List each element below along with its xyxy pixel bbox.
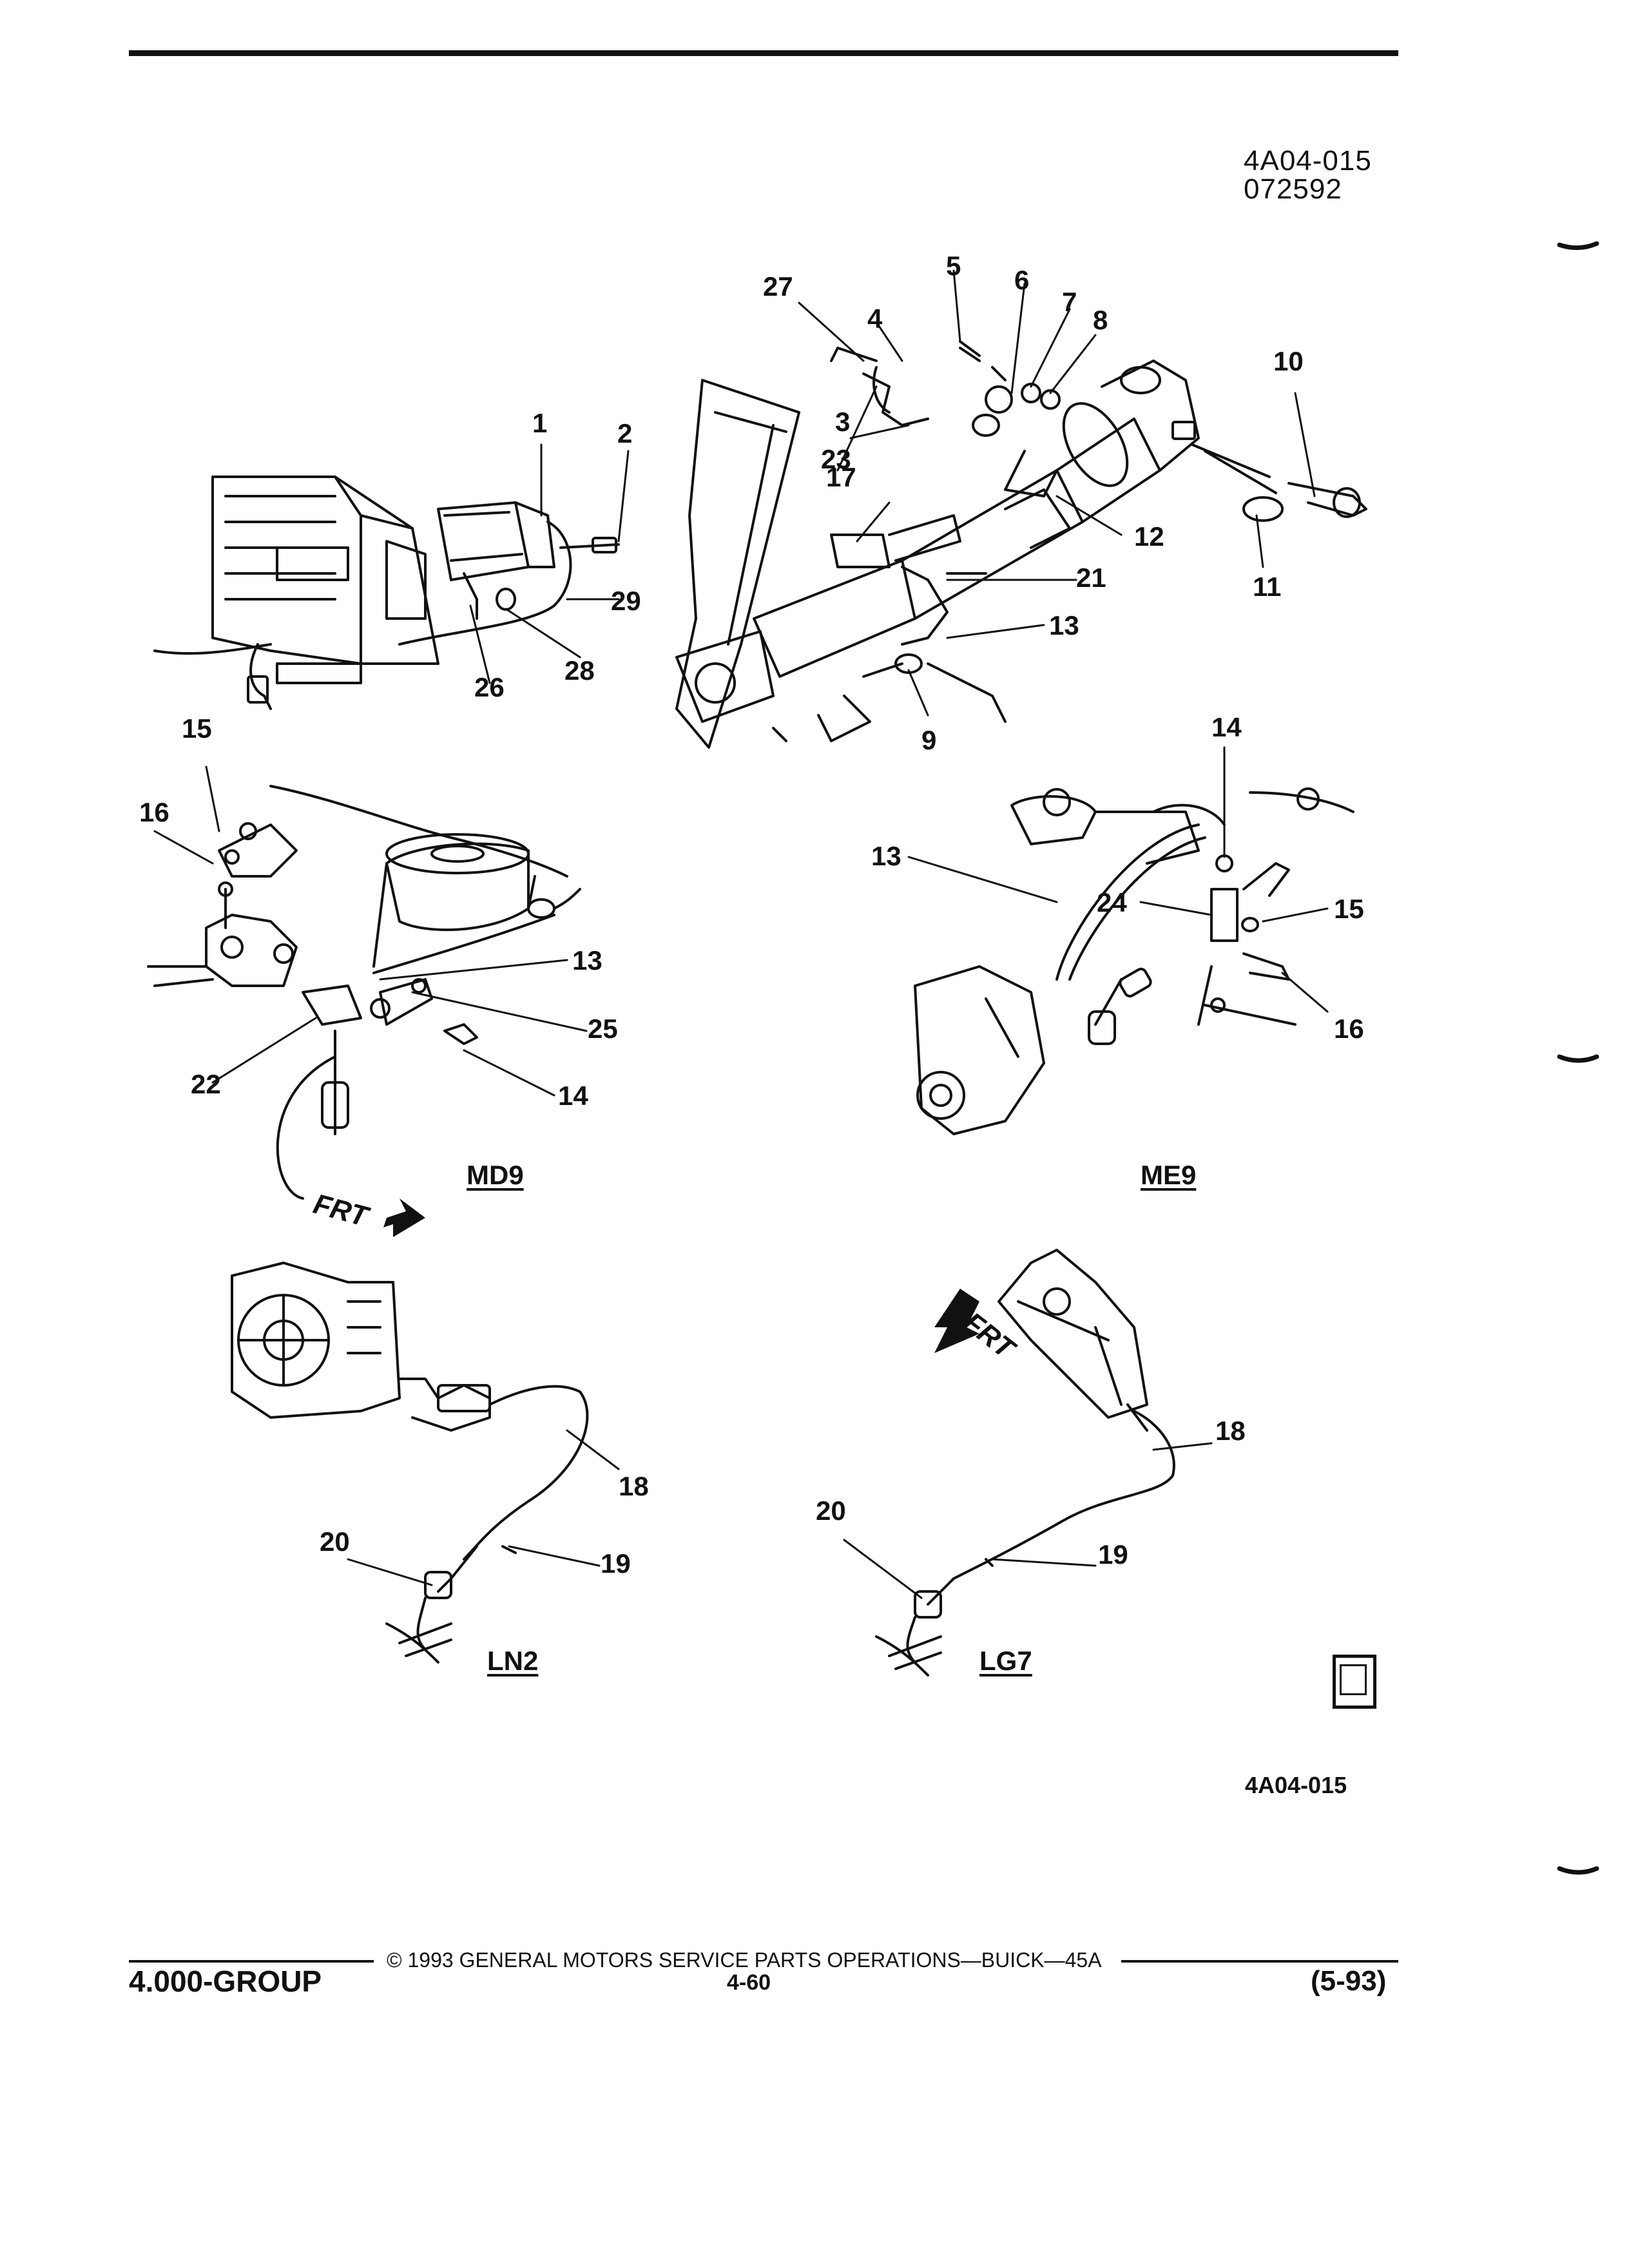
margin-mark-bot [1557,1866,1599,1875]
footer-copyright: © 1993 GENERAL MOTORS SERVICE PARTS OPER… [387,1948,1102,1972]
callout-16b: 16 [1334,1014,1364,1044]
callout-10: 10 [1273,346,1304,376]
callout-15b: 15 [1334,894,1364,924]
callout-25: 25 [588,1014,618,1044]
callout-21: 21 [1076,562,1106,593]
callout-13: 13 [1049,610,1079,640]
frt-arrow-lg7 [934,1289,979,1353]
callout-27: 27 [763,271,793,302]
leader-lines [153,269,1329,1599]
callout-16: 16 [139,797,169,827]
steering-column-illustration [675,340,1367,749]
reference-code-block: 4A04-015 072592 [1244,147,1372,204]
view-label-me9: ME9 [1141,1160,1197,1190]
view-label-lg7: LG7 [979,1646,1032,1676]
module-assembly-illustration [153,476,620,710]
callout-28: 28 [564,655,595,686]
lg7-illustration [875,1249,1175,1677]
callout-7: 7 [1062,287,1077,317]
callout-15: 15 [182,713,212,744]
callout-12: 12 [1134,521,1164,552]
callout-17: 17 [826,462,856,492]
callout-22: 22 [191,1069,221,1099]
callout-2: 2 [617,418,633,448]
frt-arrow-ln2 [383,1198,425,1237]
footer-page-number: 4-60 [727,1970,771,1995]
callout-23: 23 [821,444,851,474]
callout-4: 4 [867,303,883,334]
margin-mark-top [1557,241,1599,250]
callout-24: 24 [1097,887,1127,918]
margin-mark-mid [1557,1054,1599,1063]
reference-code: 4A04-015 [1244,145,1372,177]
callout-6: 6 [1014,265,1030,295]
callout-20: 20 [320,1526,350,1557]
callout-18b: 18 [1215,1416,1246,1446]
figure-id: 4A04-015 [1245,1772,1347,1798]
callout-11: 11 [1253,572,1282,602]
gm-spo-logo-mark [1340,1664,1367,1695]
callout-3: 3 [835,407,851,437]
me9-illustration [914,787,1354,1135]
callout-9: 9 [921,725,937,755]
callout-18: 18 [619,1471,649,1501]
callout-14b: 14 [558,1081,588,1111]
md9-illustration [147,785,581,1200]
reference-date: 072592 [1244,173,1342,205]
ln2-illustration [231,1262,589,1664]
gm-spo-logo [1333,1655,1376,1709]
footer-group: 4.000-GROUP [129,1965,322,1998]
callout-29: 29 [611,586,641,616]
view-label-ln2: LN2 [487,1646,539,1676]
header-rule [129,50,1398,56]
callout-8: 8 [1093,305,1108,335]
callout-19: 19 [601,1548,631,1579]
callout-26: 26 [474,672,505,702]
callout-19b: 19 [1098,1539,1128,1570]
callout-5: 5 [946,251,961,281]
callout-13c: 13 [871,841,901,871]
callout-13b: 13 [572,945,602,975]
callout-1: 1 [532,408,548,438]
callout-20b: 20 [816,1495,846,1526]
view-label-md9: MD9 [467,1160,524,1190]
footer-revision: (5-93) [1311,1965,1387,1997]
callout-14: 14 [1211,712,1242,742]
